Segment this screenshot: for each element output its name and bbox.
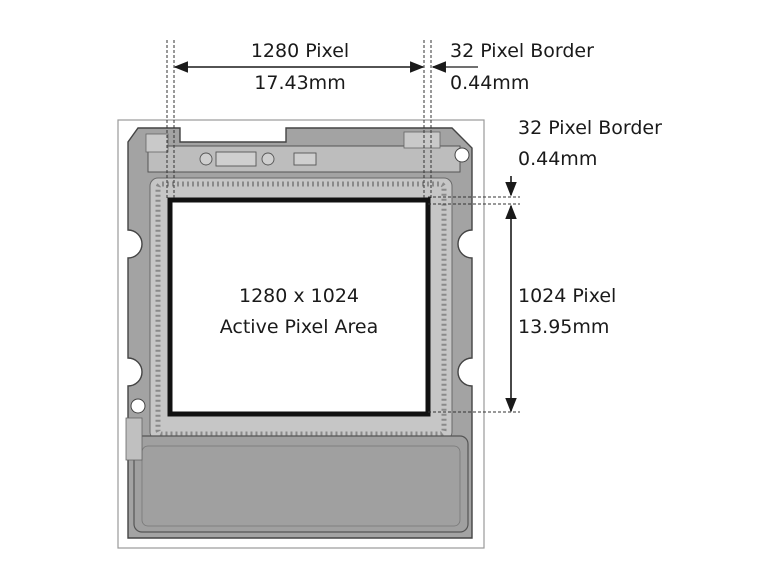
height-reference-lines	[428, 196, 520, 413]
active-area-resolution-label: 1280 x 1024	[238, 285, 360, 307]
bottom-left-tab	[125, 417, 143, 461]
mounting-hole-top	[454, 147, 470, 163]
width-mm-label: 17.43mm	[254, 72, 346, 94]
active-pixel-area	[167, 197, 431, 417]
mounting-hole-bottom	[130, 398, 146, 414]
top-border-pixels-label: 32 Pixel Border	[518, 117, 662, 139]
die-pad-ring	[155, 181, 447, 437]
right-border-mm-label: 0.44mm	[450, 72, 530, 94]
active-area-name-label: Active Pixel Area	[219, 316, 379, 338]
height-pixels-label: 1024 Pixel	[518, 285, 617, 307]
bottom-block-inner	[141, 445, 461, 527]
right-border-pixels-label: 32 Pixel Border	[450, 40, 594, 62]
top-border-mm-label: 0.44mm	[518, 148, 598, 170]
bottom-block	[133, 435, 469, 533]
top-components	[199, 151, 317, 167]
height-mm-label: 13.95mm	[518, 316, 610, 338]
top-left-tab	[145, 133, 169, 153]
width-pixels-label: 1280 Pixel	[250, 40, 350, 62]
top-right-tab	[403, 131, 441, 149]
